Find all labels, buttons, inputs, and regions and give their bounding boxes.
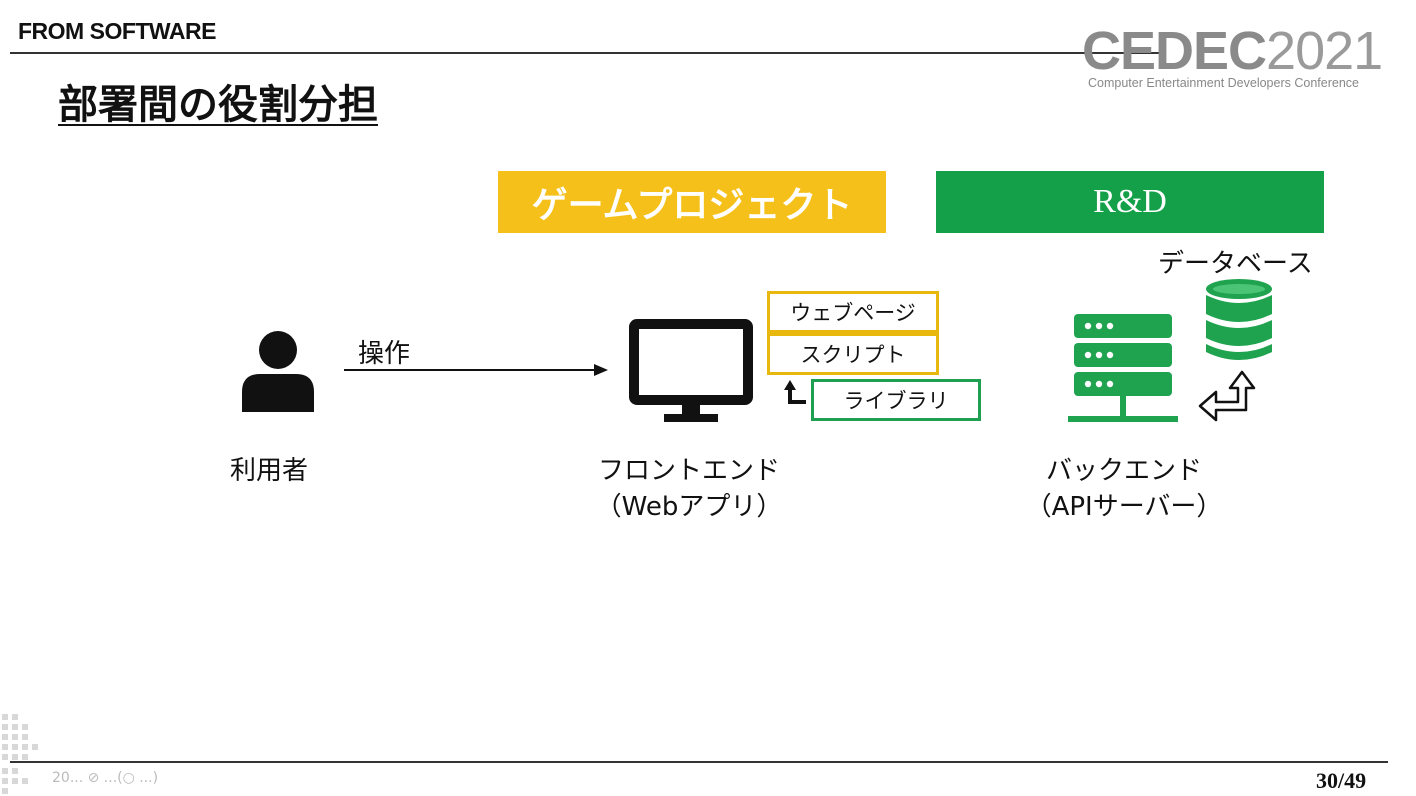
corner-arrow-icon xyxy=(784,380,806,404)
database-icon xyxy=(1206,279,1272,360)
cedec-logo-subtitle: Computer Entertainment Developers Confer… xyxy=(1088,76,1359,90)
backend-sub-label: （APIサーバー） xyxy=(1025,492,1223,522)
from-software-logo: FROM SOFTWARE xyxy=(18,18,216,44)
database-label: データベース xyxy=(1158,249,1313,279)
sync-arrow-icon xyxy=(1198,370,1256,422)
script-box: スクリプト xyxy=(767,333,939,375)
server-icon xyxy=(1068,314,1178,422)
header-divider xyxy=(10,52,1160,54)
frontend-sub-label: （Webアプリ） xyxy=(595,492,783,522)
frontend-label: フロントエンド xyxy=(597,456,780,486)
page-number: 30/49 xyxy=(1316,768,1367,793)
cedec-logo-year: 2021 xyxy=(1266,21,1383,81)
webpage-box: ウェブページ xyxy=(767,291,939,333)
rd-banner: R&D xyxy=(936,171,1324,233)
footer-meta-text: 20... ⊘ ...(○ ...) xyxy=(52,770,159,786)
footer-divider xyxy=(10,761,1388,763)
backend-label: バックエンド xyxy=(1045,456,1202,486)
operation-label: 操作 xyxy=(358,339,411,369)
game-project-banner: ゲームプロジェクト xyxy=(498,171,886,233)
library-box: ライブラリ xyxy=(811,379,981,421)
monitor-icon xyxy=(629,319,753,422)
cedec-logo-main: CEDEC xyxy=(1082,21,1267,81)
user-icon xyxy=(242,331,314,412)
slide-title: 部署間の役割分担 xyxy=(58,82,378,128)
arrow-right-icon xyxy=(344,364,608,376)
user-label: 利用者 xyxy=(230,456,309,486)
cedec-logo: CEDEC2021 Computer Entertainment Develop… xyxy=(1082,24,1398,96)
decorative-dot-grid xyxy=(2,714,38,794)
